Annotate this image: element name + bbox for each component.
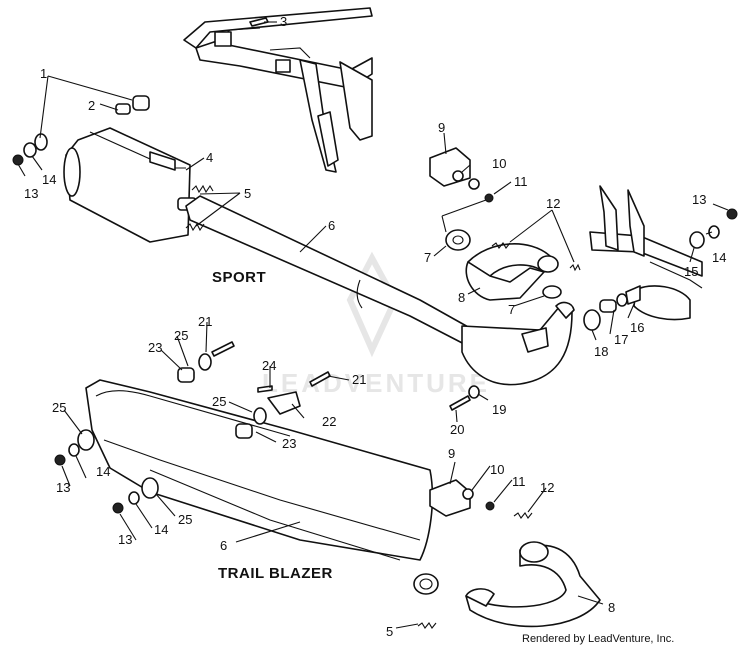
callout-12-sport: 12 — [546, 196, 560, 211]
callout-6-tb: 6 — [220, 538, 227, 553]
callout-2: 2 — [88, 98, 95, 113]
callout-20: 20 — [450, 422, 464, 437]
callout-7-sport-upper: 7 — [424, 250, 431, 265]
callout-14-left: 14 — [42, 172, 56, 187]
trailblazer-mount-hardware — [54, 341, 331, 514]
callout-14-tb-upper: 14 — [96, 464, 110, 479]
callout-10-sport: 10 — [492, 156, 506, 171]
frame-top — [183, 7, 373, 173]
callout-25-middle: 25 — [212, 394, 226, 409]
frame-right — [589, 185, 703, 321]
callout-7-sport-lower: 7 — [508, 302, 515, 317]
callout-4: 4 — [206, 150, 213, 165]
callout-25-upper: 25 — [174, 328, 188, 343]
callout-17: 17 — [614, 332, 628, 347]
callout-8-sport: 8 — [458, 290, 465, 305]
callout-1: 1 — [40, 66, 47, 81]
callout-5-tb: 5 — [386, 624, 393, 639]
callout-9-tb: 9 — [448, 446, 455, 461]
sport-headpipe — [429, 147, 581, 301]
callout-16: 16 — [630, 320, 644, 335]
label-trail-blazer: TRAIL BLAZER — [218, 565, 333, 582]
callout-15: 15 — [684, 264, 698, 279]
callout-25-left: 25 — [52, 400, 66, 415]
leader-lines — [17, 21, 729, 629]
callout-23-upper: 23 — [148, 340, 162, 355]
callout-24: 24 — [262, 358, 276, 373]
callout-21-upper: 21 — [198, 314, 212, 329]
callout-11-tb: 11 — [512, 474, 526, 489]
callout-13-tb-upper: 13 — [56, 480, 70, 495]
callout-6-sport: 6 — [328, 218, 335, 233]
watermark-text: LEADVENTURE — [262, 368, 490, 398]
callout-13-left: 13 — [24, 186, 38, 201]
callout-3: 3 — [280, 14, 287, 29]
trailblazer-muffler — [85, 379, 439, 595]
callout-10-tb: 10 — [490, 462, 504, 477]
sport-pipe — [185, 195, 575, 386]
sport-mount-hardware — [12, 17, 269, 166]
sport-right-hardware — [583, 208, 738, 331]
callout-5-sport: 5 — [244, 186, 251, 201]
callout-9-sport: 9 — [438, 120, 445, 135]
callout-14-tb-lower: 14 — [154, 522, 168, 537]
sport-bracket-bolt — [449, 385, 480, 411]
rendered-by-credit: Rendered by LeadVenture, Inc. — [522, 633, 674, 645]
callout-19: 19 — [492, 402, 506, 417]
callout-13-tb-lower: 13 — [118, 532, 132, 547]
callout-23-lower: 23 — [282, 436, 296, 451]
sport-springs — [185, 184, 214, 232]
callout-8-tb: 8 — [608, 600, 615, 615]
trailblazer-headpipe — [417, 479, 601, 629]
callout-25-lower: 25 — [178, 512, 192, 527]
callout-13-right: 13 — [692, 192, 706, 207]
callout-numbers: 1 2 3 4 5 6 7 7 8 9 10 11 12 13 13 14 14… — [24, 14, 726, 639]
callout-22: 22 — [322, 414, 336, 429]
callout-14-right: 14 — [712, 250, 726, 265]
sport-muffler — [63, 127, 197, 243]
callout-18: 18 — [594, 344, 608, 359]
label-sport: SPORT — [212, 269, 266, 286]
callout-21-lower: 21 — [352, 372, 366, 387]
callout-12-tb: 12 — [540, 480, 554, 495]
callout-11-sport: 11 — [514, 174, 528, 189]
